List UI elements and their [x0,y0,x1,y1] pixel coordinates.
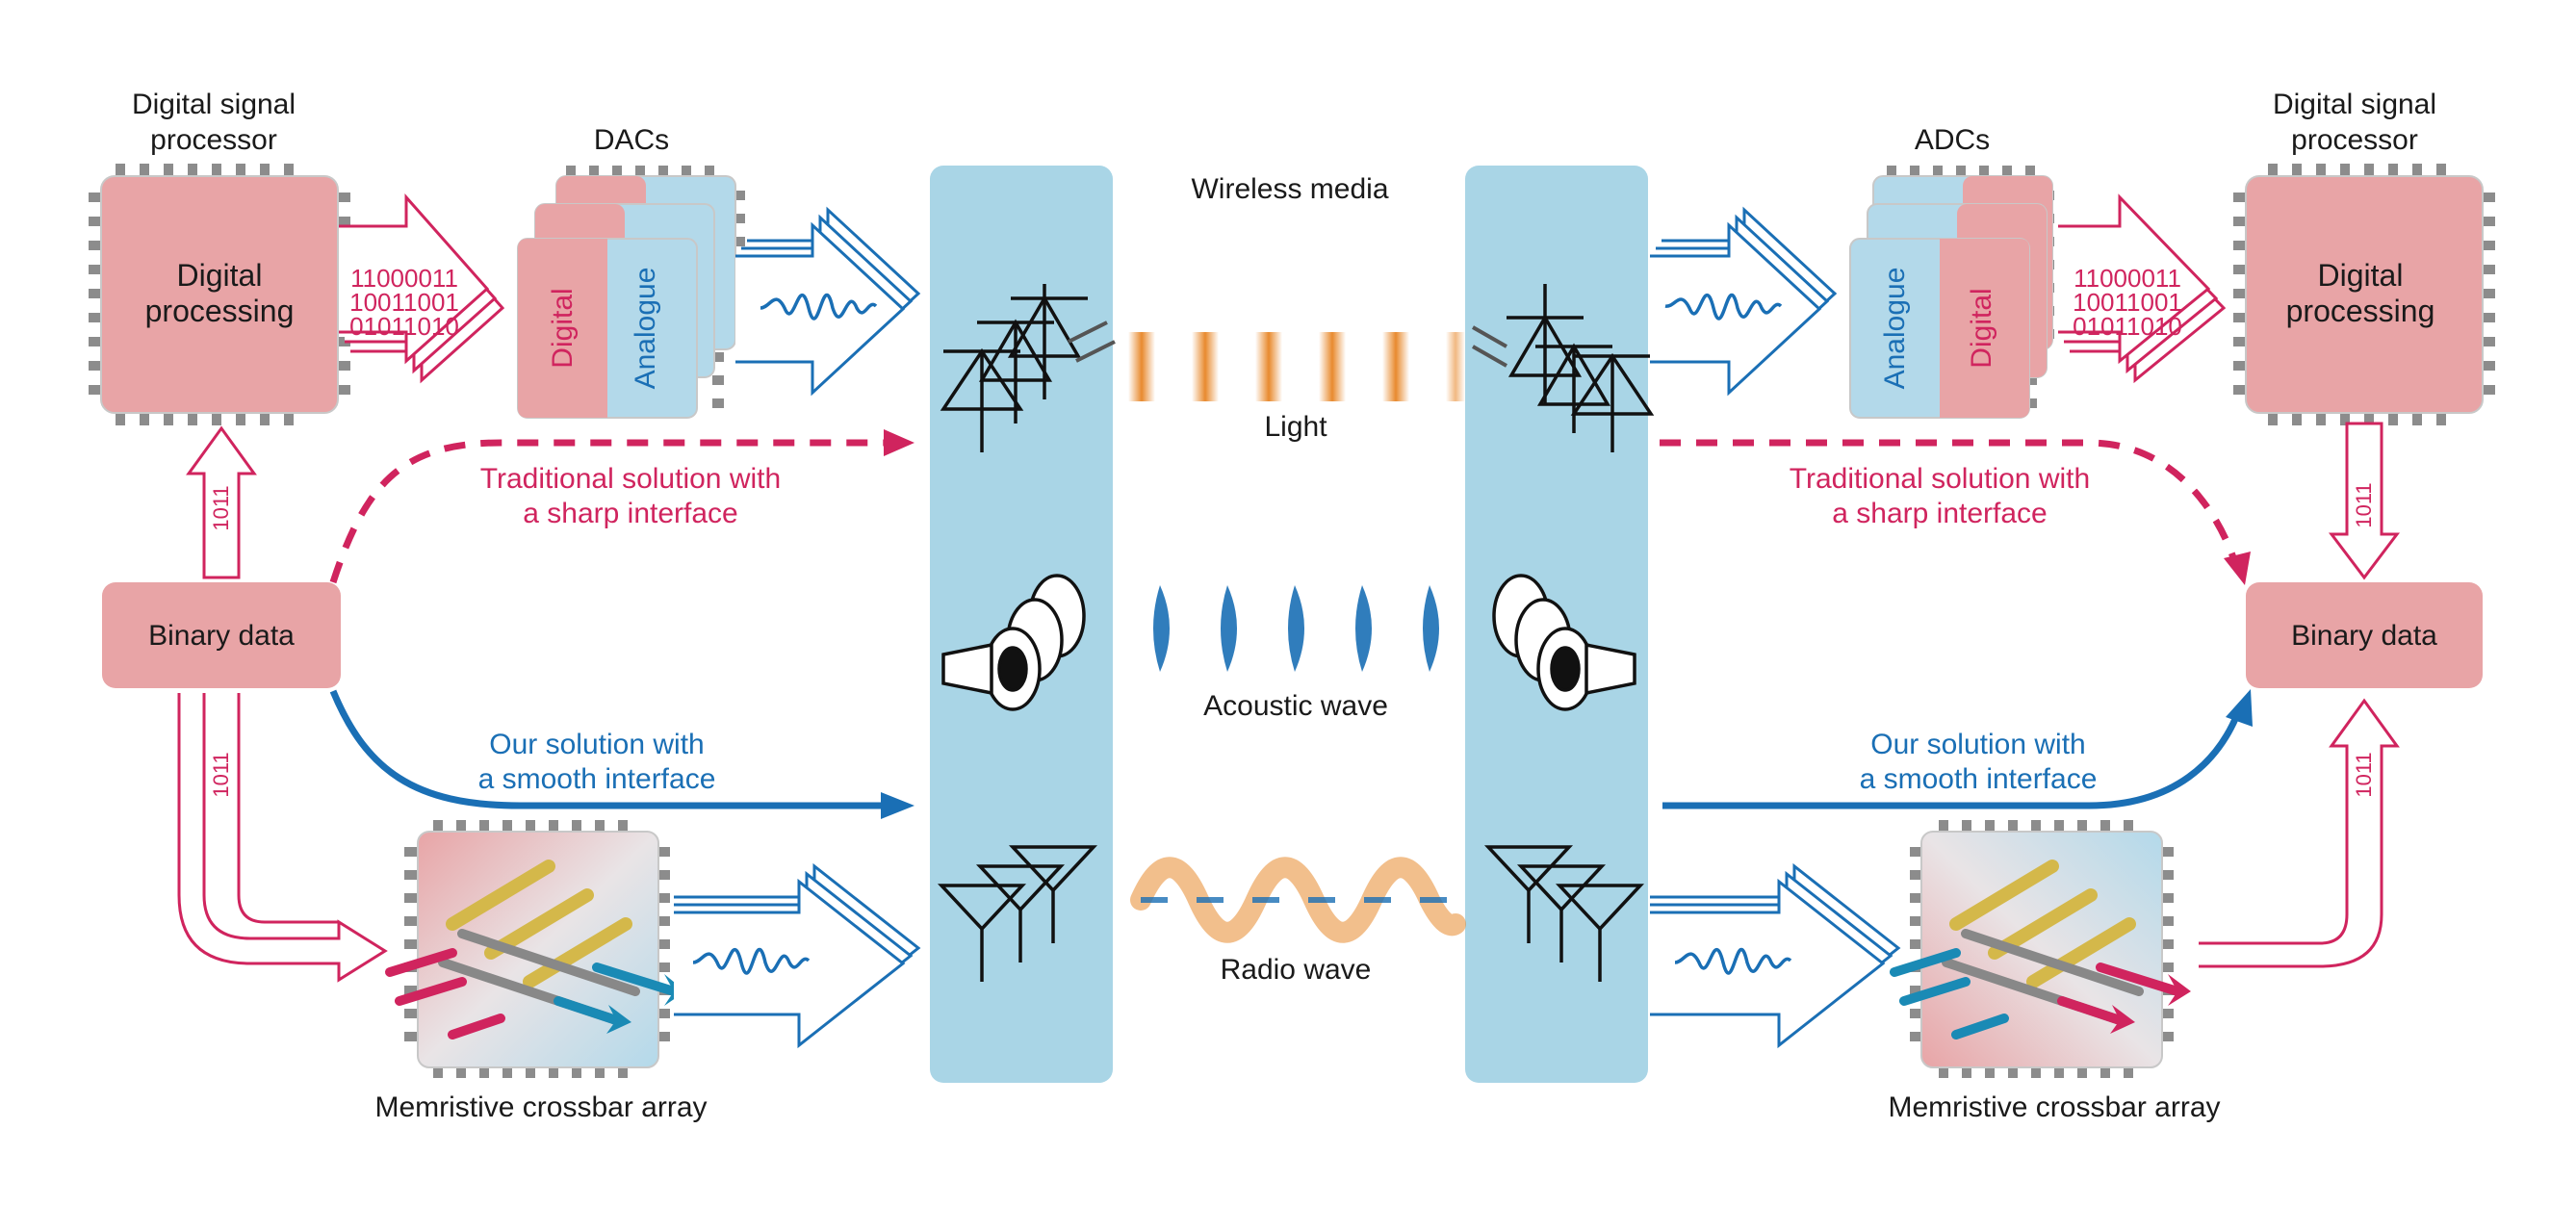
adc-analogue-label: Analogue [1879,268,1911,390]
binary-stream-left-1: 11000011 [350,264,458,293]
analog-waveform-top-left [760,293,878,321]
dac-analogue-label: Analogue [630,268,661,390]
traditional-path-left [329,439,890,584]
binary-arrow-left [339,193,505,384]
speaker-icon-left [941,574,1086,711]
wireless-media-label: Wireless media [1191,173,1388,205]
memristive-right-label: Memristive crossbar array [1888,1091,2220,1123]
ours-left-line2: a smooth interface [478,763,716,795]
speaker-icon-right [1492,574,1636,711]
digital-processing-left-line2: processing [145,294,295,328]
memristor-chip-right [1890,820,2191,1078]
traditional-right-line2: a sharp interface [1832,498,2047,529]
radio-wave-label: Radio wave [1221,954,1372,986]
binary-data-right-label: Binary data [2291,620,2437,652]
dsp-left-title-line1: Digital signal [132,89,296,120]
bits-label-down-right: 1011 [2352,482,2376,527]
light-pulses [1128,332,1465,401]
traditional-left-line1: Traditional solution with [480,463,781,495]
memristor-chip-left [385,820,685,1078]
analog-arrow-bottom-right [1650,862,1901,1049]
digital-processing-left-line1: Digital [177,258,263,293]
binary-arrow-right [2058,193,2227,384]
ours-left-line1: Our solution with [489,729,704,760]
light-label: Light [1264,411,1327,443]
digital-processing-right-line2: processing [2286,294,2435,328]
ours-right-line1: Our solution with [1870,729,2085,760]
bits-arrow-down-right [2328,422,2401,580]
smooth-arrowhead-left [881,792,914,819]
adc-digital-label: Digital [1966,288,1997,368]
analog-waveform-bottom-right [1674,947,1792,975]
antenna-icon-right [1483,845,1645,982]
bits-arrow-down-left [177,693,388,983]
photodetector-icon [1472,284,1655,452]
ours-right-line2: a smooth interface [1860,763,2098,795]
led-emitter-icon [940,284,1116,452]
adcs-label: ADCs [1915,124,1990,156]
traditional-path-right [1660,439,2239,565]
binary-stream-right-3: 01011010 [2073,312,2182,341]
smooth-path-left [329,689,886,809]
acoustic-arcs [1153,585,1439,672]
adc-stack [1849,166,2054,419]
binary-data-left-label: Binary data [148,620,295,652]
memristive-left-label: Memristive crossbar array [374,1091,707,1123]
binary-stream-left-3: 01011010 [349,312,459,341]
analog-arrow-bottom-left [674,862,921,1049]
binary-stream-right-1: 11000011 [2074,264,2181,293]
dsp-right-title-line2: processor [2291,124,2418,156]
smooth-path-right [1662,710,2242,809]
antenna-icon-left [937,845,1098,982]
bits-arrow-up-left [186,425,257,579]
analog-waveform-top-right [1664,293,1783,321]
binary-stream-right-2: 10011001 [2073,288,2182,317]
dacs-label: DACs [594,124,669,156]
traditional-arrowhead-right [2224,552,2251,585]
dac-digital-label: Digital [547,288,579,368]
bits-label-up-left: 1011 [209,485,233,530]
acoustic-wave-label: Acoustic wave [1203,690,1388,722]
traditional-left-line2: a sharp interface [523,498,737,529]
dsp-chip-right [2233,164,2495,425]
traditional-right-line1: Traditional solution with [1790,463,2090,495]
analog-waveform-bottom-left [692,947,811,975]
binary-data-box-left [102,582,341,688]
binary-stream-left-2: 10011001 [349,288,459,317]
digital-processing-right-line1: Digital [2318,258,2404,293]
analog-arrow-top-left [735,206,921,397]
binary-data-box-right [2246,582,2483,688]
bits-label-down-left: 1011 [209,752,233,797]
dac-stack [517,166,745,419]
radio-waves [1130,857,1466,943]
bits-label-up-right: 1011 [2352,752,2376,797]
dsp-right-title-line1: Digital signal [2273,89,2436,120]
dsp-left-title-line2: processor [150,124,277,156]
bits-arrow-up-right [2199,698,2400,968]
smooth-arrowhead-right [2226,689,2253,727]
analog-arrow-top-right [1650,206,1838,397]
traditional-arrowhead-left [884,429,914,456]
